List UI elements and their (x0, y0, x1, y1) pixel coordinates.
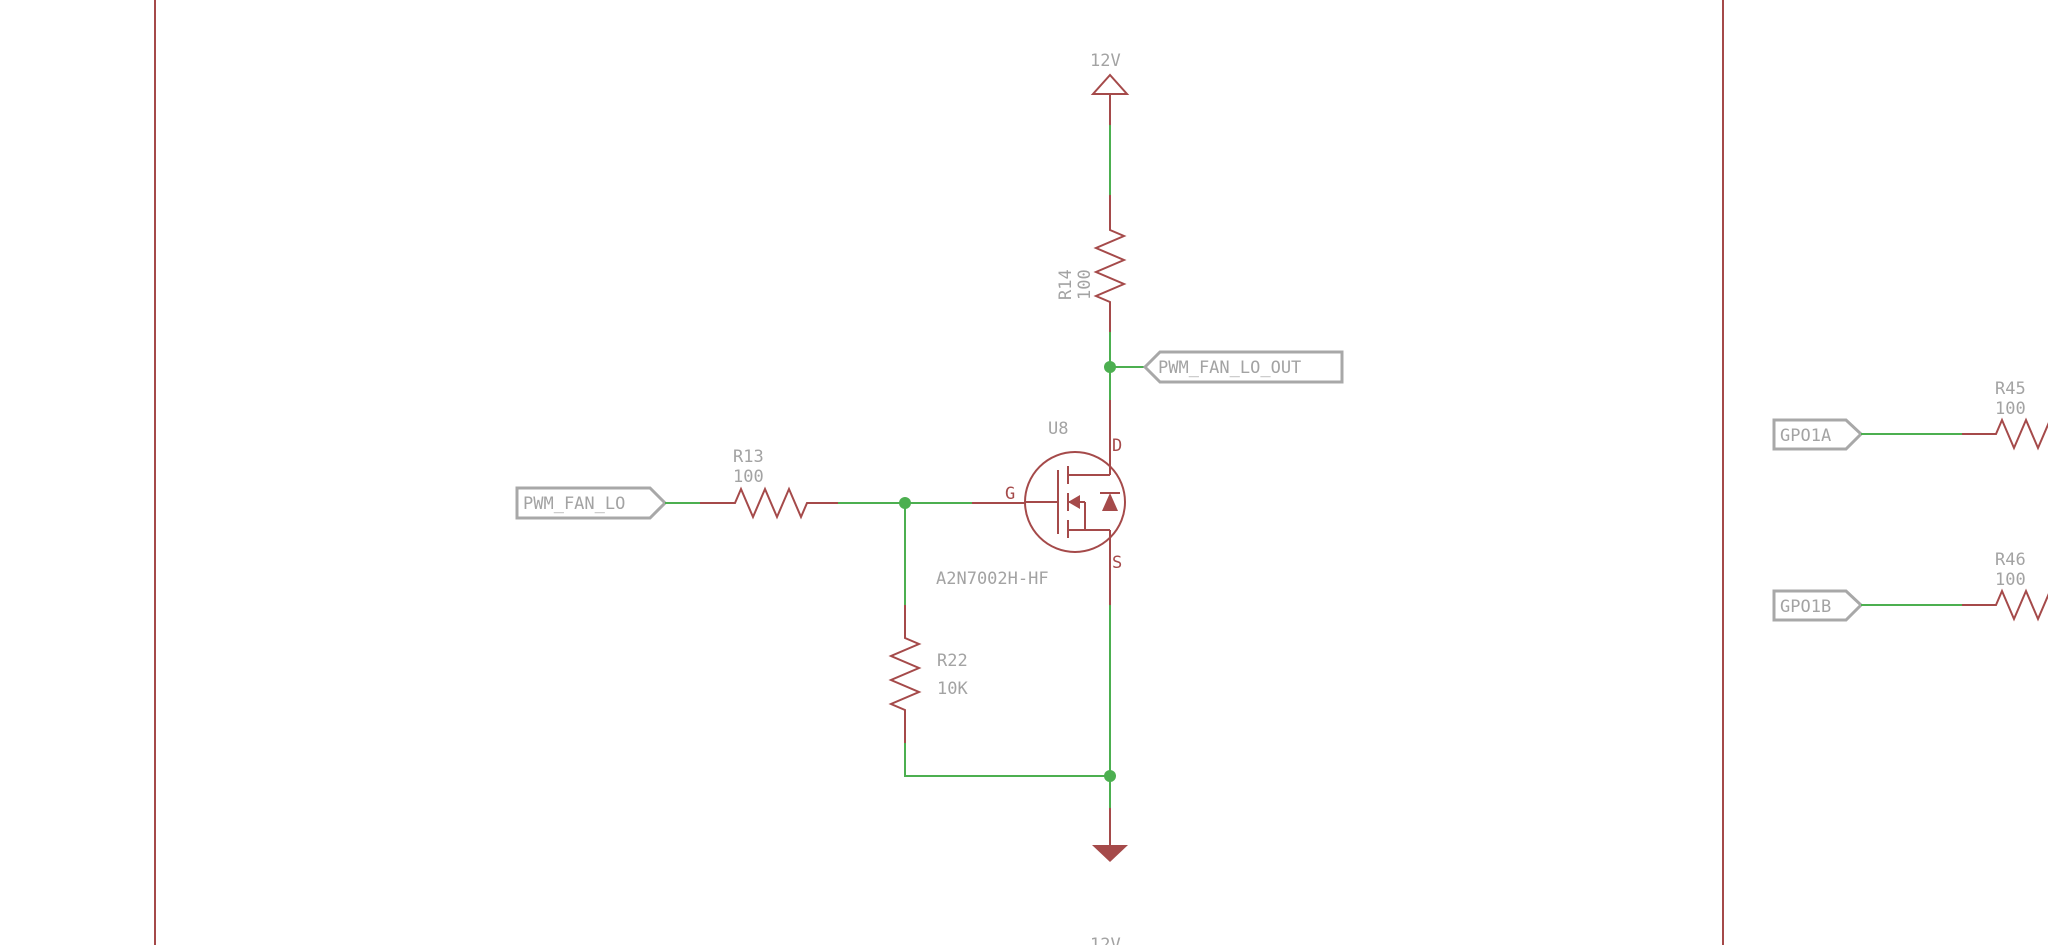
junction-ground (1104, 770, 1116, 782)
resistor-r46-ref: R46 (1995, 550, 2026, 570)
resistor-r14[interactable]: R14 100 (1056, 195, 1127, 332)
mosfet-arrow-icon (1068, 495, 1080, 509)
net-flag-pwm-fan-lo-out[interactable]: PWM_FAN_LO_OUT (1142, 350, 1344, 384)
resistor-r46[interactable]: R46 100 (1962, 550, 2048, 622)
resistor-r46-value: 100 (1995, 570, 2026, 590)
resistor-r14-zigzag (1093, 195, 1127, 332)
mosfet-pin-s: S (1112, 553, 1122, 573)
resistor-r14-ref: R14 (1056, 269, 1076, 300)
wire-r22-ground-node[interactable] (904, 743, 1110, 777)
mosfet-u8[interactable]: U8 A2N7002H-HF G D S (936, 400, 1126, 605)
net-flag-gpo1b-label: GPO1B (1780, 597, 1831, 617)
resistor-r14-value: 100 (1075, 269, 1095, 300)
resistor-r45-value: 100 (1995, 399, 2026, 419)
resistor-r13[interactable]: R13 100 (700, 447, 838, 520)
supply-label: 12V (1090, 51, 1121, 71)
resistor-r45-zigzag (1962, 417, 2048, 451)
resistor-r22[interactable]: R22 10K (888, 605, 968, 743)
net-flag-pwm-fan-lo-out-outline (1142, 350, 1344, 384)
resistor-r22-zigzag (888, 605, 922, 743)
mosfet-part: A2N7002H-HF (936, 569, 1049, 589)
net-flag-pwm-fan-lo-outline (515, 486, 668, 520)
net-flag-pwm-fan-lo[interactable]: PWM_FAN_LO (515, 486, 668, 520)
mosfet-diode-icon (1102, 493, 1118, 511)
resistor-r13-ref: R13 (733, 447, 764, 467)
resistor-r13-zigzag (700, 486, 838, 520)
net-flag-pwm-fan-lo-out-label: PWM_FAN_LO_OUT (1158, 358, 1301, 378)
net-flag-gpo1a-outline (1772, 418, 1864, 451)
resistor-r46-zigzag (1962, 588, 2048, 622)
supply-12v-symbol[interactable]: 12V (1090, 51, 1130, 125)
mosfet-pin-d: D (1112, 436, 1122, 456)
junction-drain (1104, 361, 1116, 373)
resistor-r22-ref: R22 (937, 651, 968, 671)
net-flag-gpo1b-outline (1772, 589, 1864, 622)
net-flag-pwm-fan-lo-label: PWM_FAN_LO (523, 494, 625, 514)
mosfet-ref: U8 (1048, 419, 1068, 439)
mosfet-pin-g: G (1005, 484, 1015, 504)
net-flag-gpo1a[interactable]: GPO1A (1772, 418, 1864, 451)
resistor-r22-value: 10K (937, 679, 968, 699)
supply-arrow-icon (1090, 73, 1130, 95)
net-flag-gpo1b[interactable]: GPO1B (1772, 589, 1864, 622)
supply-label-bottom: 12V (1090, 935, 1121, 945)
resistor-r45-ref: R45 (1995, 379, 2026, 399)
ground-icon (1092, 845, 1128, 862)
net-flag-gpo1a-label: GPO1A (1780, 426, 1831, 446)
ground-symbol[interactable] (1092, 808, 1128, 862)
resistor-r45[interactable]: R45 100 (1962, 379, 2048, 451)
resistor-r13-value: 100 (733, 467, 764, 487)
